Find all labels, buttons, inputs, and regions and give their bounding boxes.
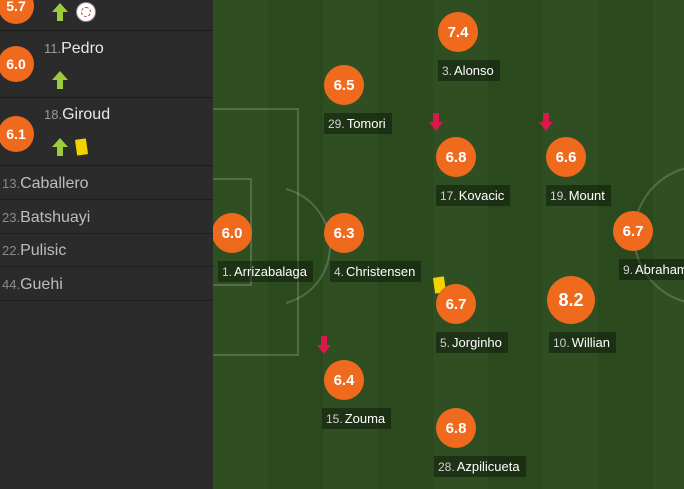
player-name-tag: 15.Zouma — [322, 408, 392, 429]
sub-off-arrow-icon — [539, 113, 553, 131]
player-number: 17. — [440, 189, 457, 203]
player-name-tag: 10.Willian — [549, 332, 616, 353]
substitute-row[interactable]: 6.0 11.Pedro — [0, 31, 213, 98]
player-number: 18. — [44, 107, 63, 122]
player-number: 5. — [440, 336, 451, 350]
sub-on-arrow-icon — [52, 138, 68, 156]
player-name-text: Christensen — [346, 264, 416, 279]
player-name-text: Azpilicueta — [456, 459, 520, 474]
player-number: 23. — [2, 210, 21, 225]
player-name-text: Abraham — [635, 262, 684, 277]
player-name-text: Mount — [568, 188, 605, 203]
yellow-card-icon — [74, 138, 89, 156]
substitutes-panel: 5.7 6.0 11.Pedro 6.1 18.Giroud 13.Caball… — [0, 0, 213, 489]
bench-row[interactable]: 22.Pulisic — [0, 234, 213, 267]
player-name: 11.Pedro — [44, 40, 104, 58]
rating-badge: 6.1 — [0, 116, 34, 152]
player-name-text: Zouma — [344, 411, 386, 426]
player-number: 44. — [2, 277, 21, 292]
player-name-tag: 1.Arrizabalaga — [218, 261, 314, 282]
player-name-text: Willian — [571, 335, 610, 350]
player-name-tag: 9.Abraham — [619, 259, 684, 280]
player-name-tag: 19.Mount — [546, 185, 611, 206]
substitute-row[interactable]: 6.1 18.Giroud — [0, 98, 213, 166]
player-name-tag: 3.Alonso — [438, 60, 500, 81]
player-name-text: Pedro — [61, 40, 104, 57]
player-number: 29. — [328, 117, 345, 131]
player-number: 1. — [222, 265, 233, 279]
player-name-tag: 4.Christensen — [330, 261, 422, 282]
player-number: 3. — [442, 64, 453, 78]
bench-row[interactable]: 13.Caballero — [0, 167, 213, 200]
sub-on-arrow-icon — [52, 71, 68, 89]
player-name-text: Alonso — [454, 63, 494, 78]
player-name-text: Arrizabalaga — [234, 264, 308, 279]
substitute-row[interactable]: 5.7 — [0, 0, 213, 31]
player-name-text: Jorginho — [452, 335, 502, 350]
rating-badge: 8.2 — [547, 276, 595, 324]
player-name-tag: 29.Tomori — [324, 113, 392, 134]
sub-on-arrow-icon — [52, 3, 68, 21]
goal-ball-icon — [76, 2, 96, 22]
player-name-tag: 5.Jorginho — [436, 332, 508, 353]
player-number: 22. — [2, 243, 21, 258]
player-number: 19. — [550, 189, 567, 203]
player-name-text: Giroud — [62, 106, 111, 123]
player-number: 13. — [2, 176, 21, 191]
rating-badge: 6.5 — [324, 65, 364, 105]
rating-badge: 6.7 — [436, 284, 476, 324]
rating-badge: 6.0 — [213, 213, 252, 253]
rating-badge: 6.3 — [324, 213, 364, 253]
player-number: 10. — [553, 336, 570, 350]
rating-badge: 6.6 — [546, 137, 586, 177]
player-number: 11. — [44, 41, 62, 56]
player-name-text: Pulisic — [20, 242, 67, 259]
player-name-text: Batshuayi — [20, 209, 91, 226]
player-name-text: Guehi — [20, 276, 63, 293]
rating-badge: 6.8 — [436, 408, 476, 448]
player-name-tag: 28.Azpilicueta — [434, 456, 526, 477]
rating-badge: 6.0 — [0, 46, 34, 82]
player-number: 9. — [623, 263, 634, 277]
rating-badge: 5.7 — [0, 0, 34, 24]
bench-row[interactable]: 23.Batshuayi — [0, 201, 213, 234]
player-number: 28. — [438, 460, 455, 474]
sub-off-arrow-icon — [429, 113, 443, 131]
sub-off-arrow-icon — [317, 336, 331, 354]
rating-badge: 6.8 — [436, 137, 476, 177]
pitch: 7.4 3.Alonso 6.5 29.Tomori 6.8 17.Kovaci… — [213, 0, 684, 489]
player-number: 15. — [326, 412, 343, 426]
rating-badge: 6.4 — [324, 360, 364, 400]
player-name: 18.Giroud — [44, 106, 110, 124]
player-name-tag: 17.Kovacic — [436, 185, 511, 206]
player-name-text: Kovacic — [458, 188, 505, 203]
player-number: 4. — [334, 265, 345, 279]
bench-row[interactable]: 44.Guehi — [0, 268, 213, 301]
player-name-text: Caballero — [20, 175, 89, 192]
rating-badge: 6.7 — [613, 211, 653, 251]
player-name-text: Tomori — [346, 116, 386, 131]
rating-badge: 7.4 — [438, 12, 478, 52]
